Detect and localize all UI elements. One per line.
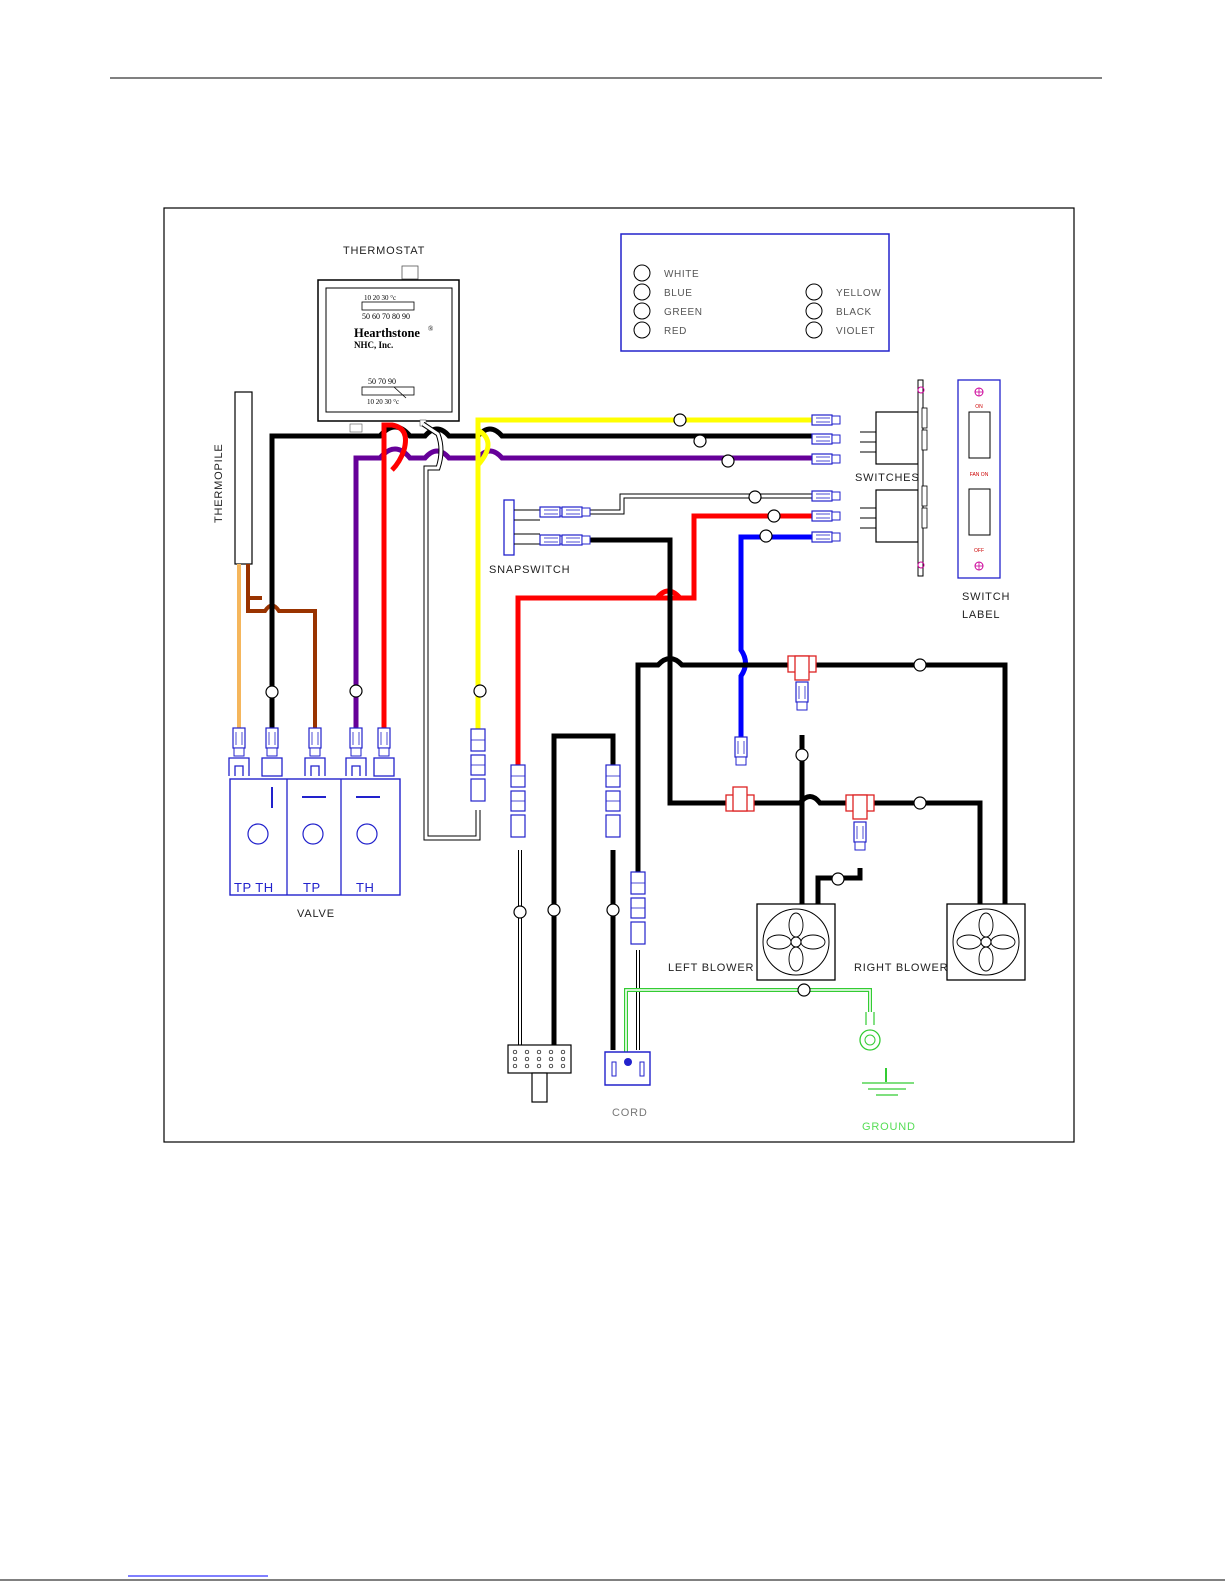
left-blower-label: LEFT BLOWER	[668, 962, 754, 974]
thermostat-top-fahrenheit: 50 60 70 80 90	[362, 312, 410, 321]
legend-red: RED	[664, 326, 687, 337]
wire-brown	[248, 564, 262, 598]
valve-cell-th: TH	[356, 880, 374, 895]
thermostat-label: THERMOSTAT	[343, 245, 425, 257]
legend-violet: VIOLET	[836, 326, 875, 337]
thermostat: THERMOSTAT 10 20 30 °c 50 60 70 80 90 He…	[318, 245, 459, 432]
thermostat-bottom-celsius: 10 20 30 °c	[367, 398, 399, 406]
snapswitch: SNAPSWITCH	[489, 500, 590, 576]
legend-black: BLACK	[836, 307, 872, 318]
wire-black-cord-loop	[554, 736, 613, 1045]
thermostat-reg-mark: ®	[428, 325, 434, 333]
switch-plate-fan-on: FAN ON	[970, 472, 989, 478]
valve-label: VALVE	[297, 908, 335, 920]
right-blower: RIGHT BLOWER	[854, 904, 1025, 980]
switch-label-plate: ON FAN ON OFF SWITCH LABEL	[958, 380, 1010, 621]
thermopile: THERMOPILE	[213, 392, 252, 564]
ground-label: GROUND	[862, 1121, 916, 1133]
wire-green-ground-core	[626, 990, 870, 1052]
valve-cell-tp-th: TP TH	[234, 880, 274, 895]
switches: SWITCHES	[812, 380, 927, 576]
wire-black-upper-bus	[638, 659, 1005, 906]
ground-symbol: GROUND	[860, 1012, 916, 1133]
t-connector-lower-left	[726, 787, 754, 811]
switch-plate-on: ON	[975, 404, 983, 410]
thermostat-bottom-fahrenheit: 50 70 90	[368, 377, 396, 386]
cord-label: CORD	[612, 1107, 648, 1119]
wire-white-snapswitch	[585, 496, 812, 512]
valve-cell-tp: TP	[303, 880, 321, 895]
thermopile-label: THERMOPILE	[213, 443, 225, 523]
wire-green-ground	[626, 990, 870, 1052]
switch-label-text-1: SWITCH	[962, 591, 1010, 603]
legend-white: WHITE	[664, 269, 699, 280]
color-legend: WHITE BLUE GREEN RED YELLOW BLACK VIOLET	[621, 234, 889, 351]
wire-black-thermostat	[272, 427, 812, 730]
switches-label: SWITCHES	[855, 472, 919, 484]
cord-plug: CORD	[605, 1052, 650, 1119]
thermostat-top-celsius: 10 20 30 °c	[364, 294, 396, 302]
diagram-frame	[164, 208, 1074, 1142]
legend-green: GREEN	[664, 307, 703, 318]
legend-blue: BLUE	[664, 288, 693, 299]
right-blower-label: RIGHT BLOWER	[854, 962, 948, 974]
switch-label-text-2: LABEL	[962, 609, 1000, 621]
valve: TP TH TP TH VALVE	[229, 728, 400, 920]
snapswitch-label: SNAPSWITCH	[489, 564, 570, 576]
wire-white-thermostat	[423, 424, 478, 838]
wire-black-snapswitch	[585, 540, 726, 803]
speed-control	[508, 1045, 571, 1102]
switch-plate-off: OFF	[974, 548, 984, 554]
wire-brown-run	[248, 564, 315, 730]
wire-red-switch	[518, 516, 812, 765]
wire-white-thermostat-core	[423, 424, 478, 838]
legend-yellow: YELLOW	[836, 288, 881, 299]
wire-red-thermostat	[384, 425, 406, 730]
thermostat-brand: Hearthstone	[354, 326, 420, 340]
left-blower: LEFT BLOWER	[668, 904, 835, 980]
thermostat-company: NHC, Inc.	[354, 340, 393, 350]
